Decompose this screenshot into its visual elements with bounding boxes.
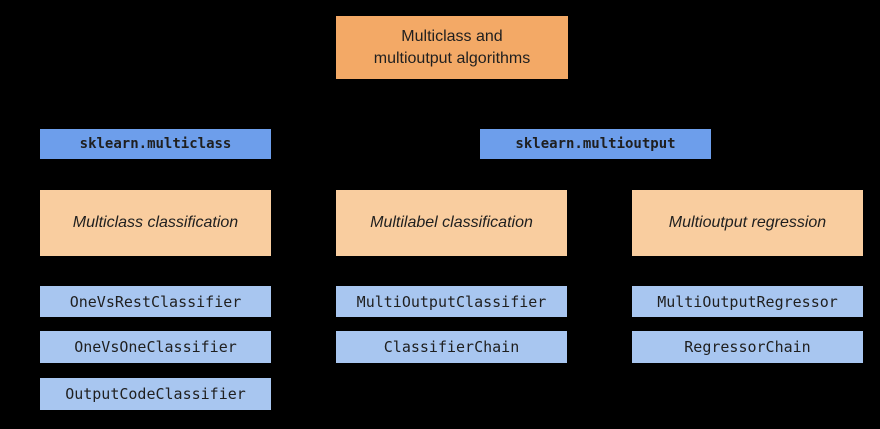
module-box-sklearn-multioutput: sklearn.multioutput	[480, 129, 711, 159]
class-box-outputcodeclassifier: OutputCodeClassifier	[40, 378, 271, 410]
root-box-label-line1: Multiclass and	[401, 27, 503, 45]
root-box: Multiclass and multioutput algorithms	[336, 16, 568, 79]
class-box-multioutputregressor: MultiOutputRegressor	[632, 286, 863, 317]
class-box-onevsoneclassifier: OneVsOneClassifier	[40, 331, 271, 363]
class-box-multioutputclassifier: MultiOutputClassifier	[336, 286, 567, 317]
class-box-classifierchain: ClassifierChain	[336, 331, 567, 363]
root-box-label-line2: multioutput algorithms	[373, 49, 531, 67]
module-box-sklearn-multiclass: sklearn.multiclass	[40, 129, 271, 159]
class-box-onevsrestclassifier: OneVsRestClassifier	[40, 286, 271, 317]
root-box-label: Multiclass and multioutput algorithms	[374, 26, 531, 70]
category-box-multiclass-classification: Multiclass classification	[40, 190, 271, 256]
class-box-regressorchain: RegressorChain	[632, 331, 863, 363]
category-box-multioutput-regression: Multioutput regression	[632, 190, 863, 256]
category-box-multilabel-classification: Multilabel classification	[336, 190, 567, 256]
